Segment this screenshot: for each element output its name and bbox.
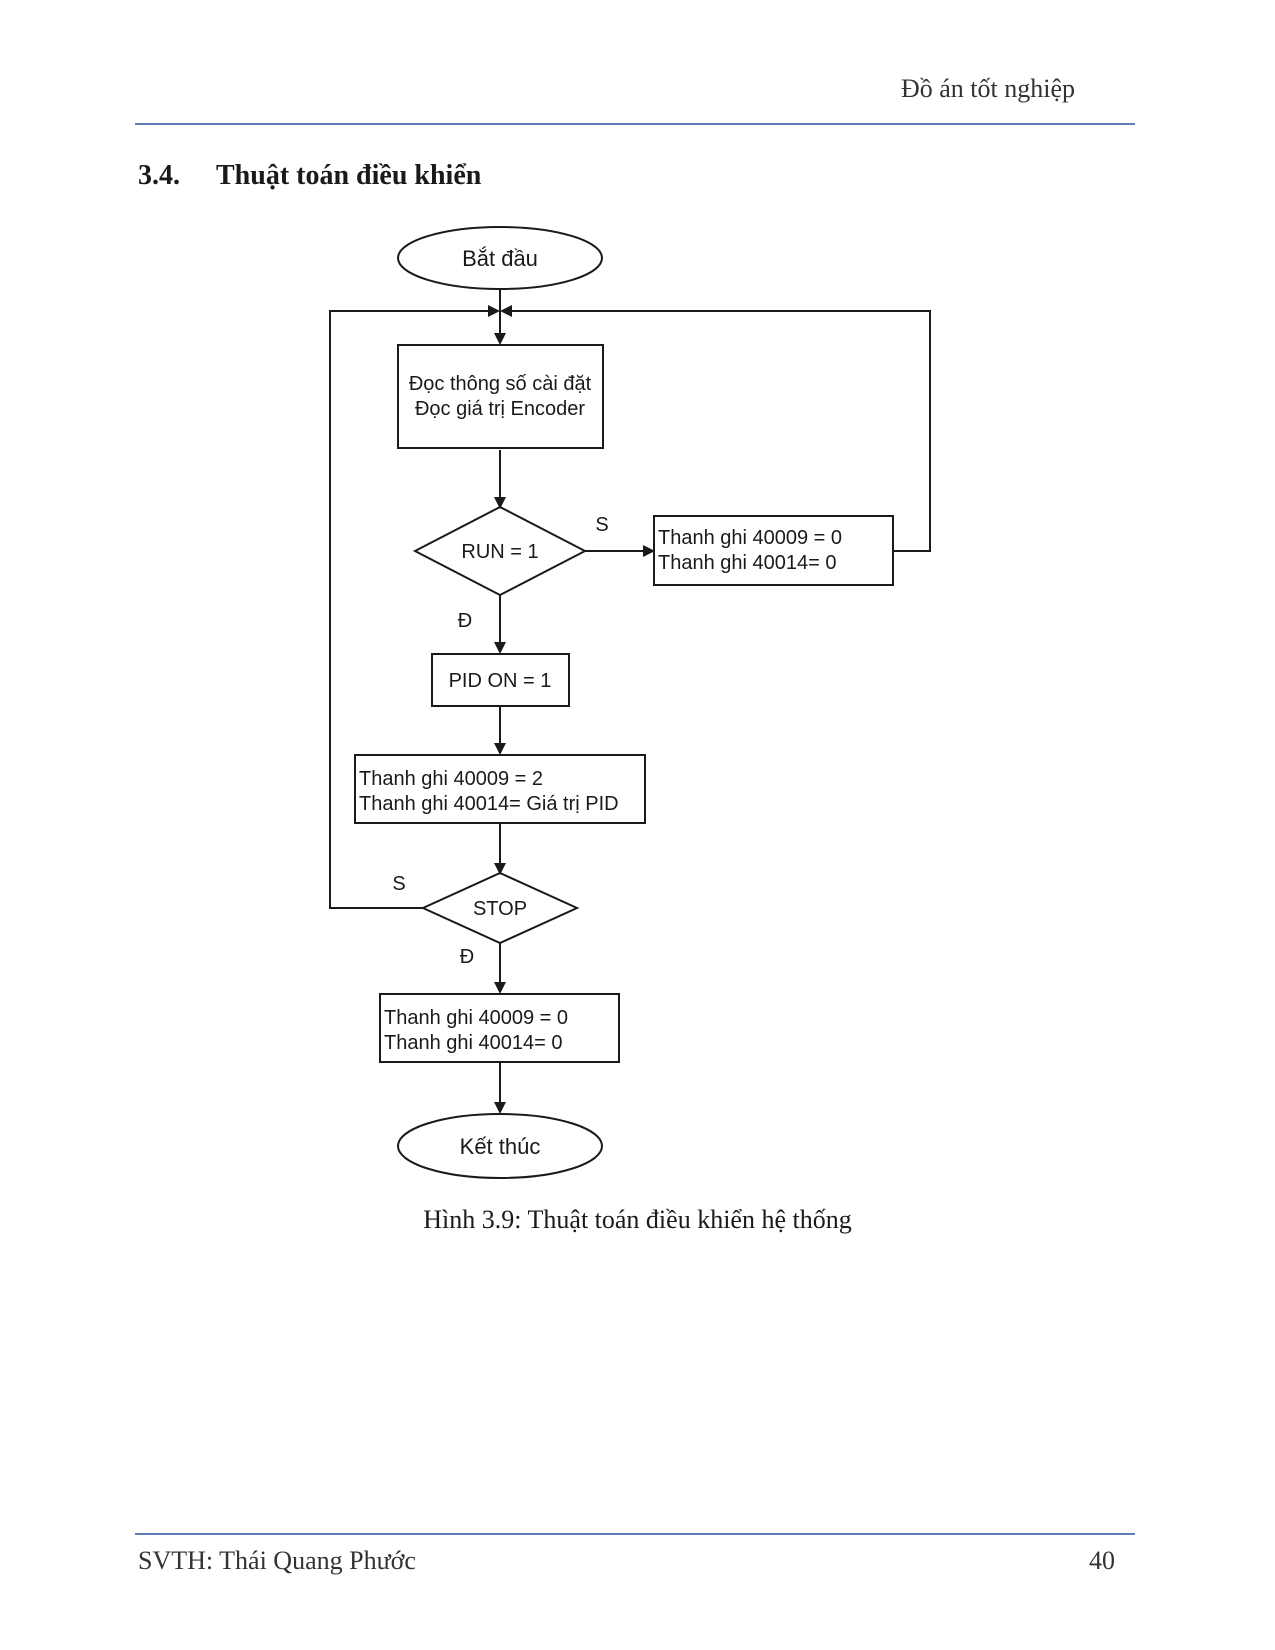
flowchart: Bắt đầu Đọc thông số cài đặt Đọc giá trị… — [329, 226, 931, 1179]
stop-no-label: S — [392, 873, 405, 895]
stop-action-line-1: Thanh ghi 40009 = 0 — [384, 1007, 568, 1029]
stop-decision — [420, 871, 580, 945]
page-number: 40 — [1089, 1546, 1115, 1575]
pid-action-line-1: Thanh ghi 40009 = 2 — [359, 768, 543, 790]
pid-action-line-2: Thanh ghi 40014= Giá trị PID — [359, 793, 619, 815]
connector-loop-right — [500, 305, 931, 552]
read-process-box — [397, 344, 604, 449]
run-yes-label: Đ — [458, 610, 472, 632]
footer-author: SVTH: Thái Quang Phước — [138, 1546, 416, 1575]
pid-on-box — [431, 653, 570, 707]
section-number: 3.4. — [138, 160, 180, 191]
header-rule — [135, 123, 1135, 125]
stop-yes-label: Đ — [460, 946, 474, 968]
running-header: Đồ án tốt nghiệp — [900, 74, 1075, 103]
run-decision — [412, 505, 588, 597]
read-line-2: Đọc giá trị Encoder — [415, 398, 585, 420]
run-no-line-1: Thanh ghi 40009 = 0 — [658, 527, 842, 549]
run-check-label: RUN = 1 — [461, 541, 538, 563]
stop-action-line-2: Thanh ghi 40014= 0 — [384, 1032, 563, 1054]
read-line-1: Đọc thông số cài đặt — [409, 373, 592, 395]
run-no-process-box — [653, 515, 894, 586]
section-heading: 3.4. Thuật toán điều khiển — [138, 160, 481, 192]
pid-on-label: PID ON = 1 — [449, 670, 552, 692]
end-terminal — [397, 1113, 603, 1179]
start-label: Bắt đầu — [462, 246, 538, 271]
stop-check-label: STOP — [473, 898, 527, 920]
stop-action-box — [379, 993, 620, 1063]
run-no-label: S — [595, 514, 608, 536]
figure-caption: Hình 3.9: Thuật toán điều khiển hệ thống — [423, 1205, 852, 1234]
section-title: Thuật toán điều khiển — [216, 160, 482, 191]
pid-action-box — [354, 754, 646, 824]
footer-rule — [135, 1533, 1135, 1535]
run-no-line-2: Thanh ghi 40014= 0 — [658, 552, 837, 574]
end-label: Kết thúc — [460, 1134, 541, 1159]
start-terminal — [397, 226, 603, 290]
connector-loop-left — [329, 305, 500, 909]
